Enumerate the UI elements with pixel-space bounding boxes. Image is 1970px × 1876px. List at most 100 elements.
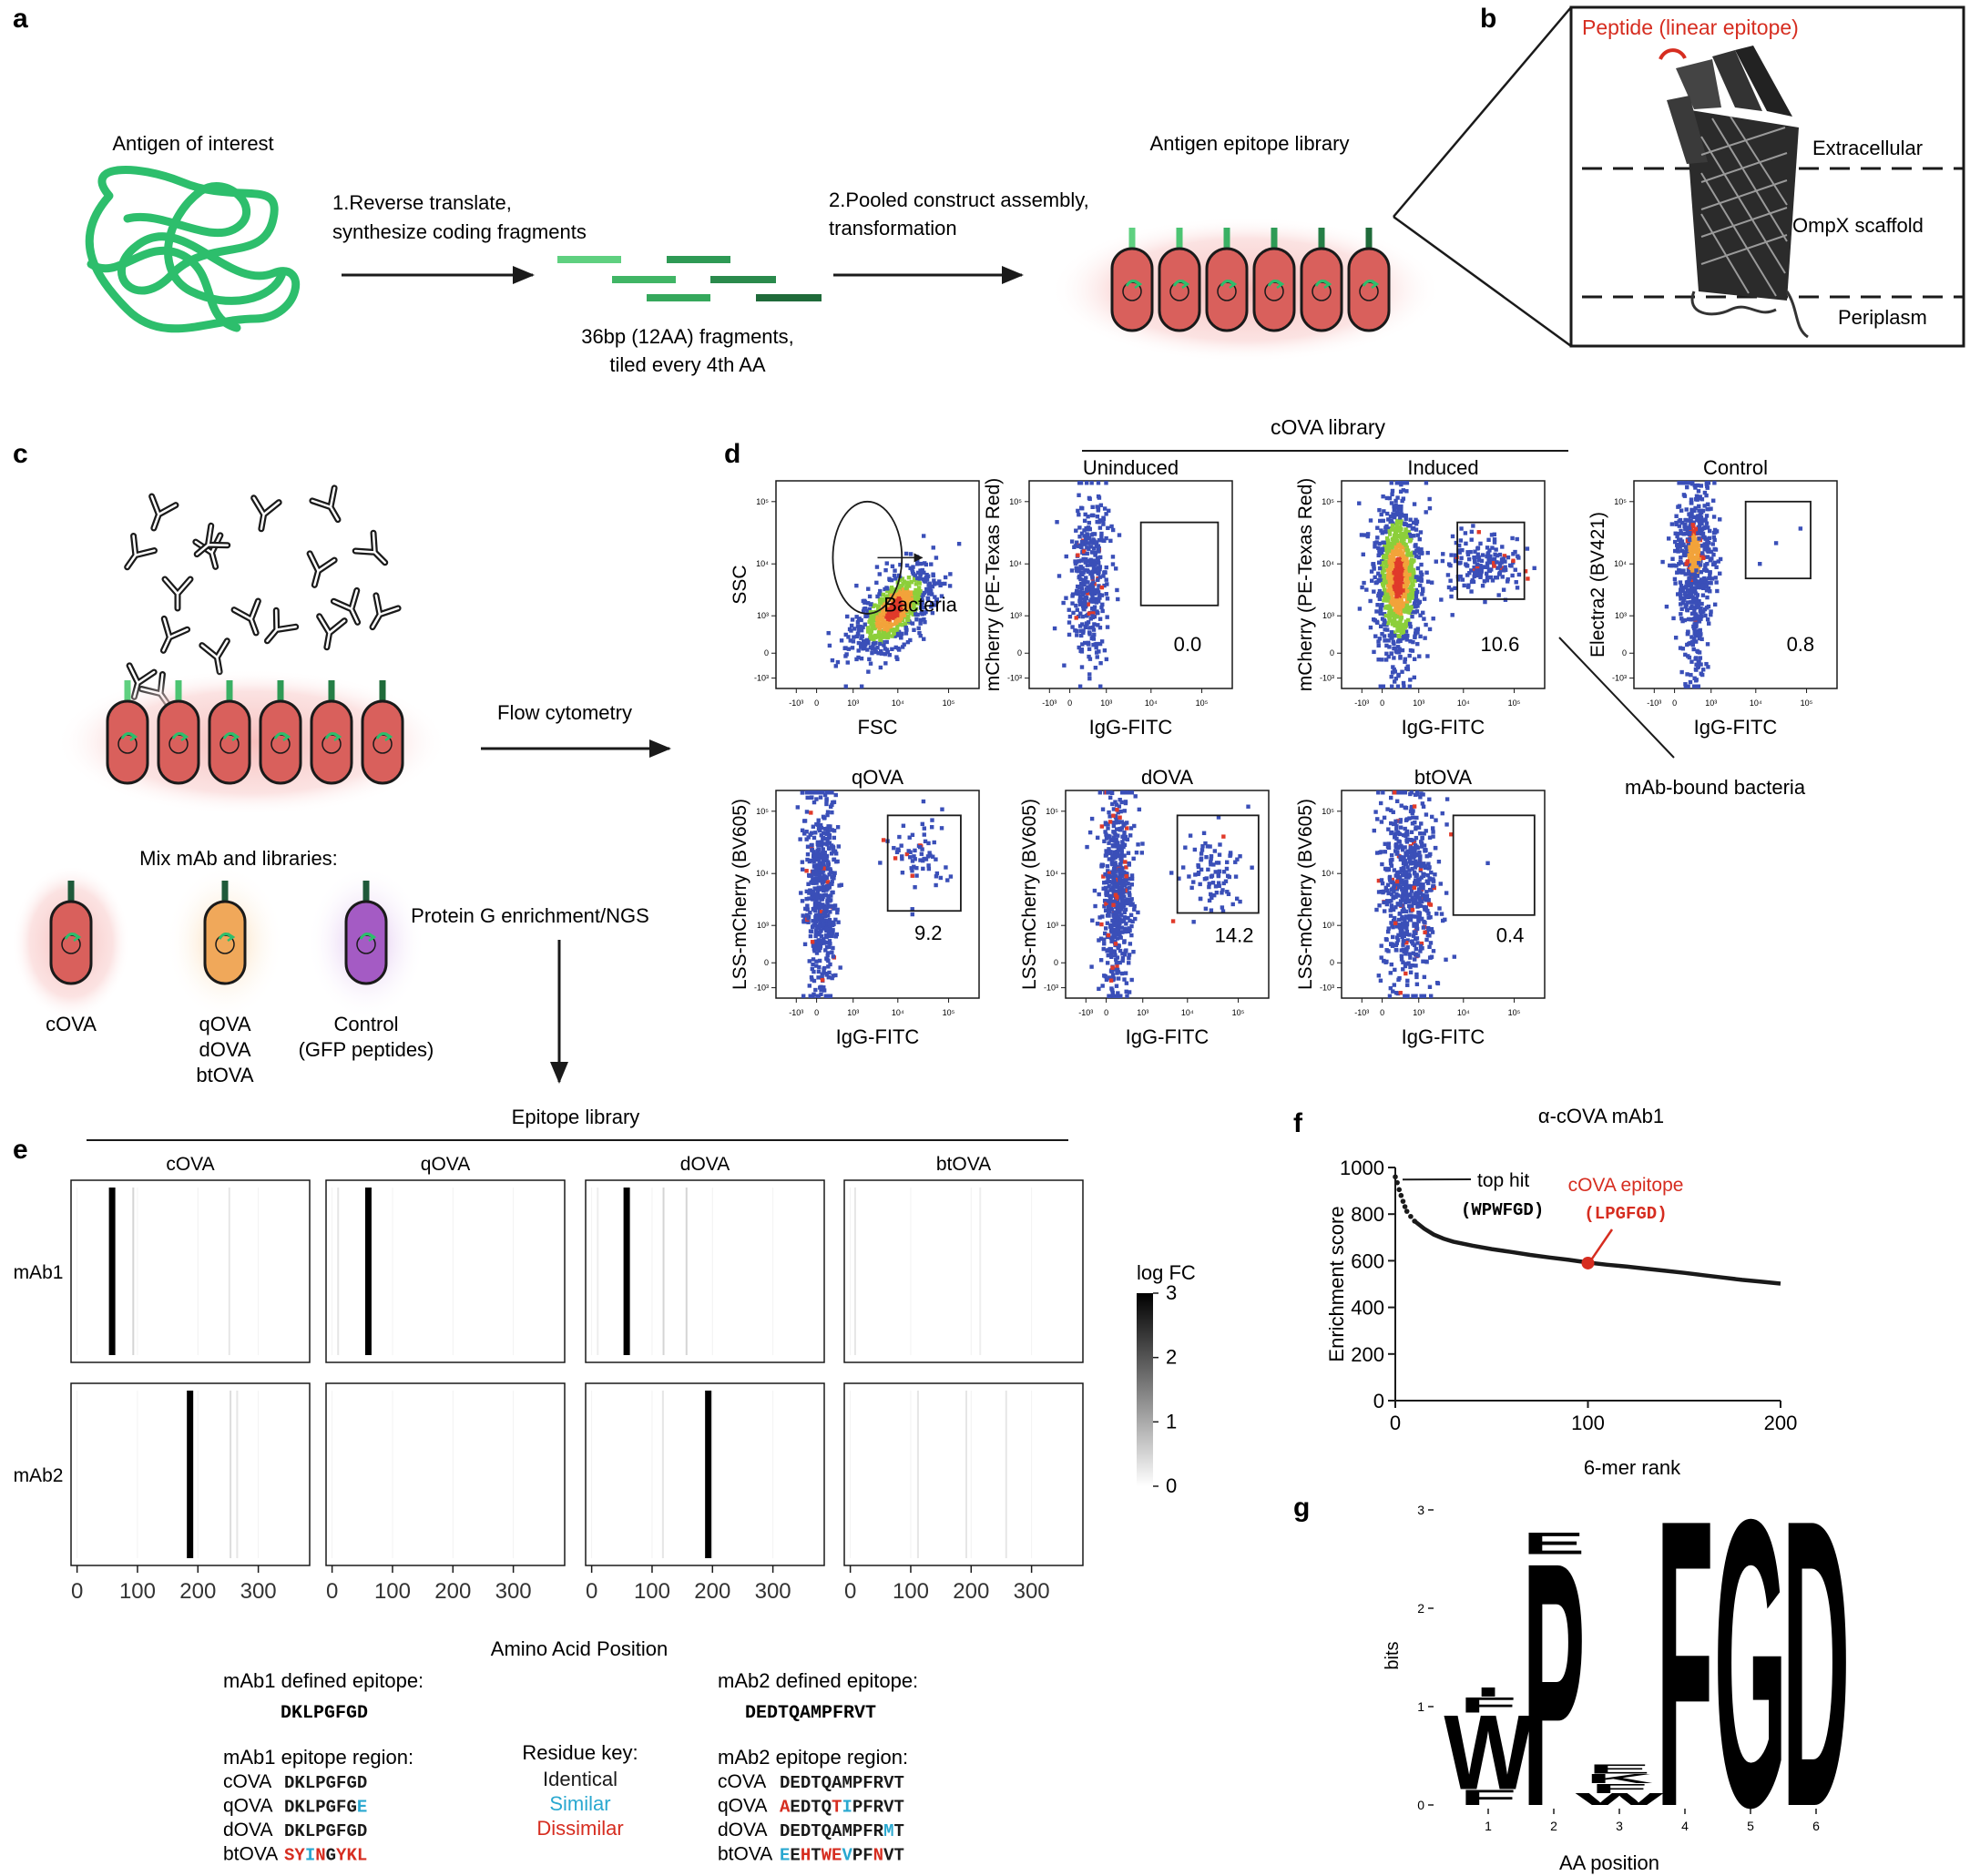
event-dot xyxy=(850,646,855,650)
event-dot xyxy=(1393,606,1398,610)
event-dot xyxy=(1710,542,1715,546)
event-dot xyxy=(1424,622,1428,627)
event-dot xyxy=(1114,802,1119,807)
event-dot xyxy=(1083,567,1087,573)
event-dot xyxy=(1691,647,1696,652)
periplasm-label: Periplasm xyxy=(1838,306,1927,329)
event-dot xyxy=(1110,527,1116,533)
event-dot xyxy=(1389,903,1394,908)
event-dot xyxy=(1411,567,1416,573)
event-dot xyxy=(1469,537,1474,542)
zoom-line-bottom xyxy=(1393,215,1572,348)
event-dot xyxy=(1410,609,1415,615)
event-dot xyxy=(878,641,883,647)
antibody-inner xyxy=(200,639,229,673)
event-dot xyxy=(1414,914,1418,919)
gate-value: 0.0 xyxy=(1174,633,1202,656)
event-dot xyxy=(873,649,878,655)
event-dot xyxy=(1122,834,1127,839)
event-dot xyxy=(1424,853,1429,859)
event-dot xyxy=(1075,628,1079,634)
event-dot xyxy=(1413,578,1417,583)
event-dot xyxy=(1385,882,1391,887)
event-dot xyxy=(854,634,859,639)
event-dot xyxy=(1102,538,1107,544)
event-dot xyxy=(1132,823,1137,829)
event-dot xyxy=(1123,926,1128,932)
event-dot xyxy=(1496,572,1502,576)
event-dot xyxy=(1411,951,1416,955)
event-dot xyxy=(1128,942,1133,946)
library-label: Antigen epitope library xyxy=(1150,132,1350,155)
event-dot xyxy=(1696,531,1700,535)
event-dot xyxy=(1091,590,1097,595)
event-dot xyxy=(1099,862,1105,867)
event-dot xyxy=(1408,678,1413,682)
event-dot xyxy=(865,608,870,614)
event-dot xyxy=(1407,607,1412,613)
event-dot xyxy=(1128,885,1132,891)
event-dot xyxy=(1392,552,1396,557)
event-dot xyxy=(804,790,809,795)
event-dot xyxy=(1408,523,1413,528)
event-dot xyxy=(876,630,882,635)
event-dot xyxy=(1428,914,1433,920)
event-dot xyxy=(1421,804,1426,809)
event-dot xyxy=(1413,957,1417,962)
event-dot xyxy=(1434,559,1438,564)
event-dot xyxy=(1118,877,1122,882)
event-dot xyxy=(1392,679,1397,684)
event-dot xyxy=(1139,851,1145,855)
event-dot xyxy=(1487,560,1493,565)
event-dot xyxy=(845,660,850,665)
plasmid-arrow-head xyxy=(180,731,189,742)
event-dot xyxy=(1392,617,1397,621)
event-dot xyxy=(914,612,918,617)
event-dot xyxy=(927,586,933,590)
event-dot xyxy=(819,825,824,831)
event-dot xyxy=(1111,821,1116,825)
event-dot xyxy=(901,587,906,592)
event-dot xyxy=(854,615,859,619)
event-dot xyxy=(895,657,900,662)
event-dot xyxy=(1392,544,1397,549)
event-dot xyxy=(1483,599,1487,605)
event-dot xyxy=(1378,574,1383,578)
event-dot xyxy=(1700,672,1705,678)
event-dot xyxy=(1359,533,1364,537)
event-dot xyxy=(1412,804,1417,809)
event-dot xyxy=(1384,651,1389,657)
event-dot xyxy=(877,596,883,602)
event-dot xyxy=(1105,961,1110,965)
event-dot xyxy=(870,635,874,639)
event-dot xyxy=(822,873,826,878)
event-dot xyxy=(1110,801,1115,807)
event-dot xyxy=(919,851,924,856)
event-dot xyxy=(1403,994,1407,998)
event-dot xyxy=(1376,878,1382,883)
event-dot xyxy=(1129,873,1135,878)
event-dot xyxy=(1078,628,1084,633)
event-dot xyxy=(1380,631,1384,637)
antigen-tangle-icon xyxy=(85,166,301,333)
event-dot xyxy=(878,665,883,670)
event-dot xyxy=(813,831,818,835)
event-dot xyxy=(1406,617,1411,623)
event-dot xyxy=(1692,627,1697,632)
x-tick-label: 10⁴ xyxy=(1457,1008,1470,1017)
event-dot xyxy=(1712,602,1718,607)
event-dot xyxy=(1112,839,1118,843)
event-dot xyxy=(877,592,882,596)
x-tick-label: 10³ xyxy=(1705,698,1717,708)
event-dot xyxy=(1214,861,1220,865)
event-dot xyxy=(819,987,823,993)
event-dot xyxy=(810,847,815,852)
event-dot xyxy=(1397,511,1402,516)
event-dot xyxy=(1095,641,1099,647)
event-dot xyxy=(1107,841,1111,845)
event-dot xyxy=(816,942,821,946)
event-dot xyxy=(883,635,888,639)
event-dot xyxy=(1099,824,1105,829)
event-dot xyxy=(1107,857,1112,862)
event-dot xyxy=(805,903,810,908)
